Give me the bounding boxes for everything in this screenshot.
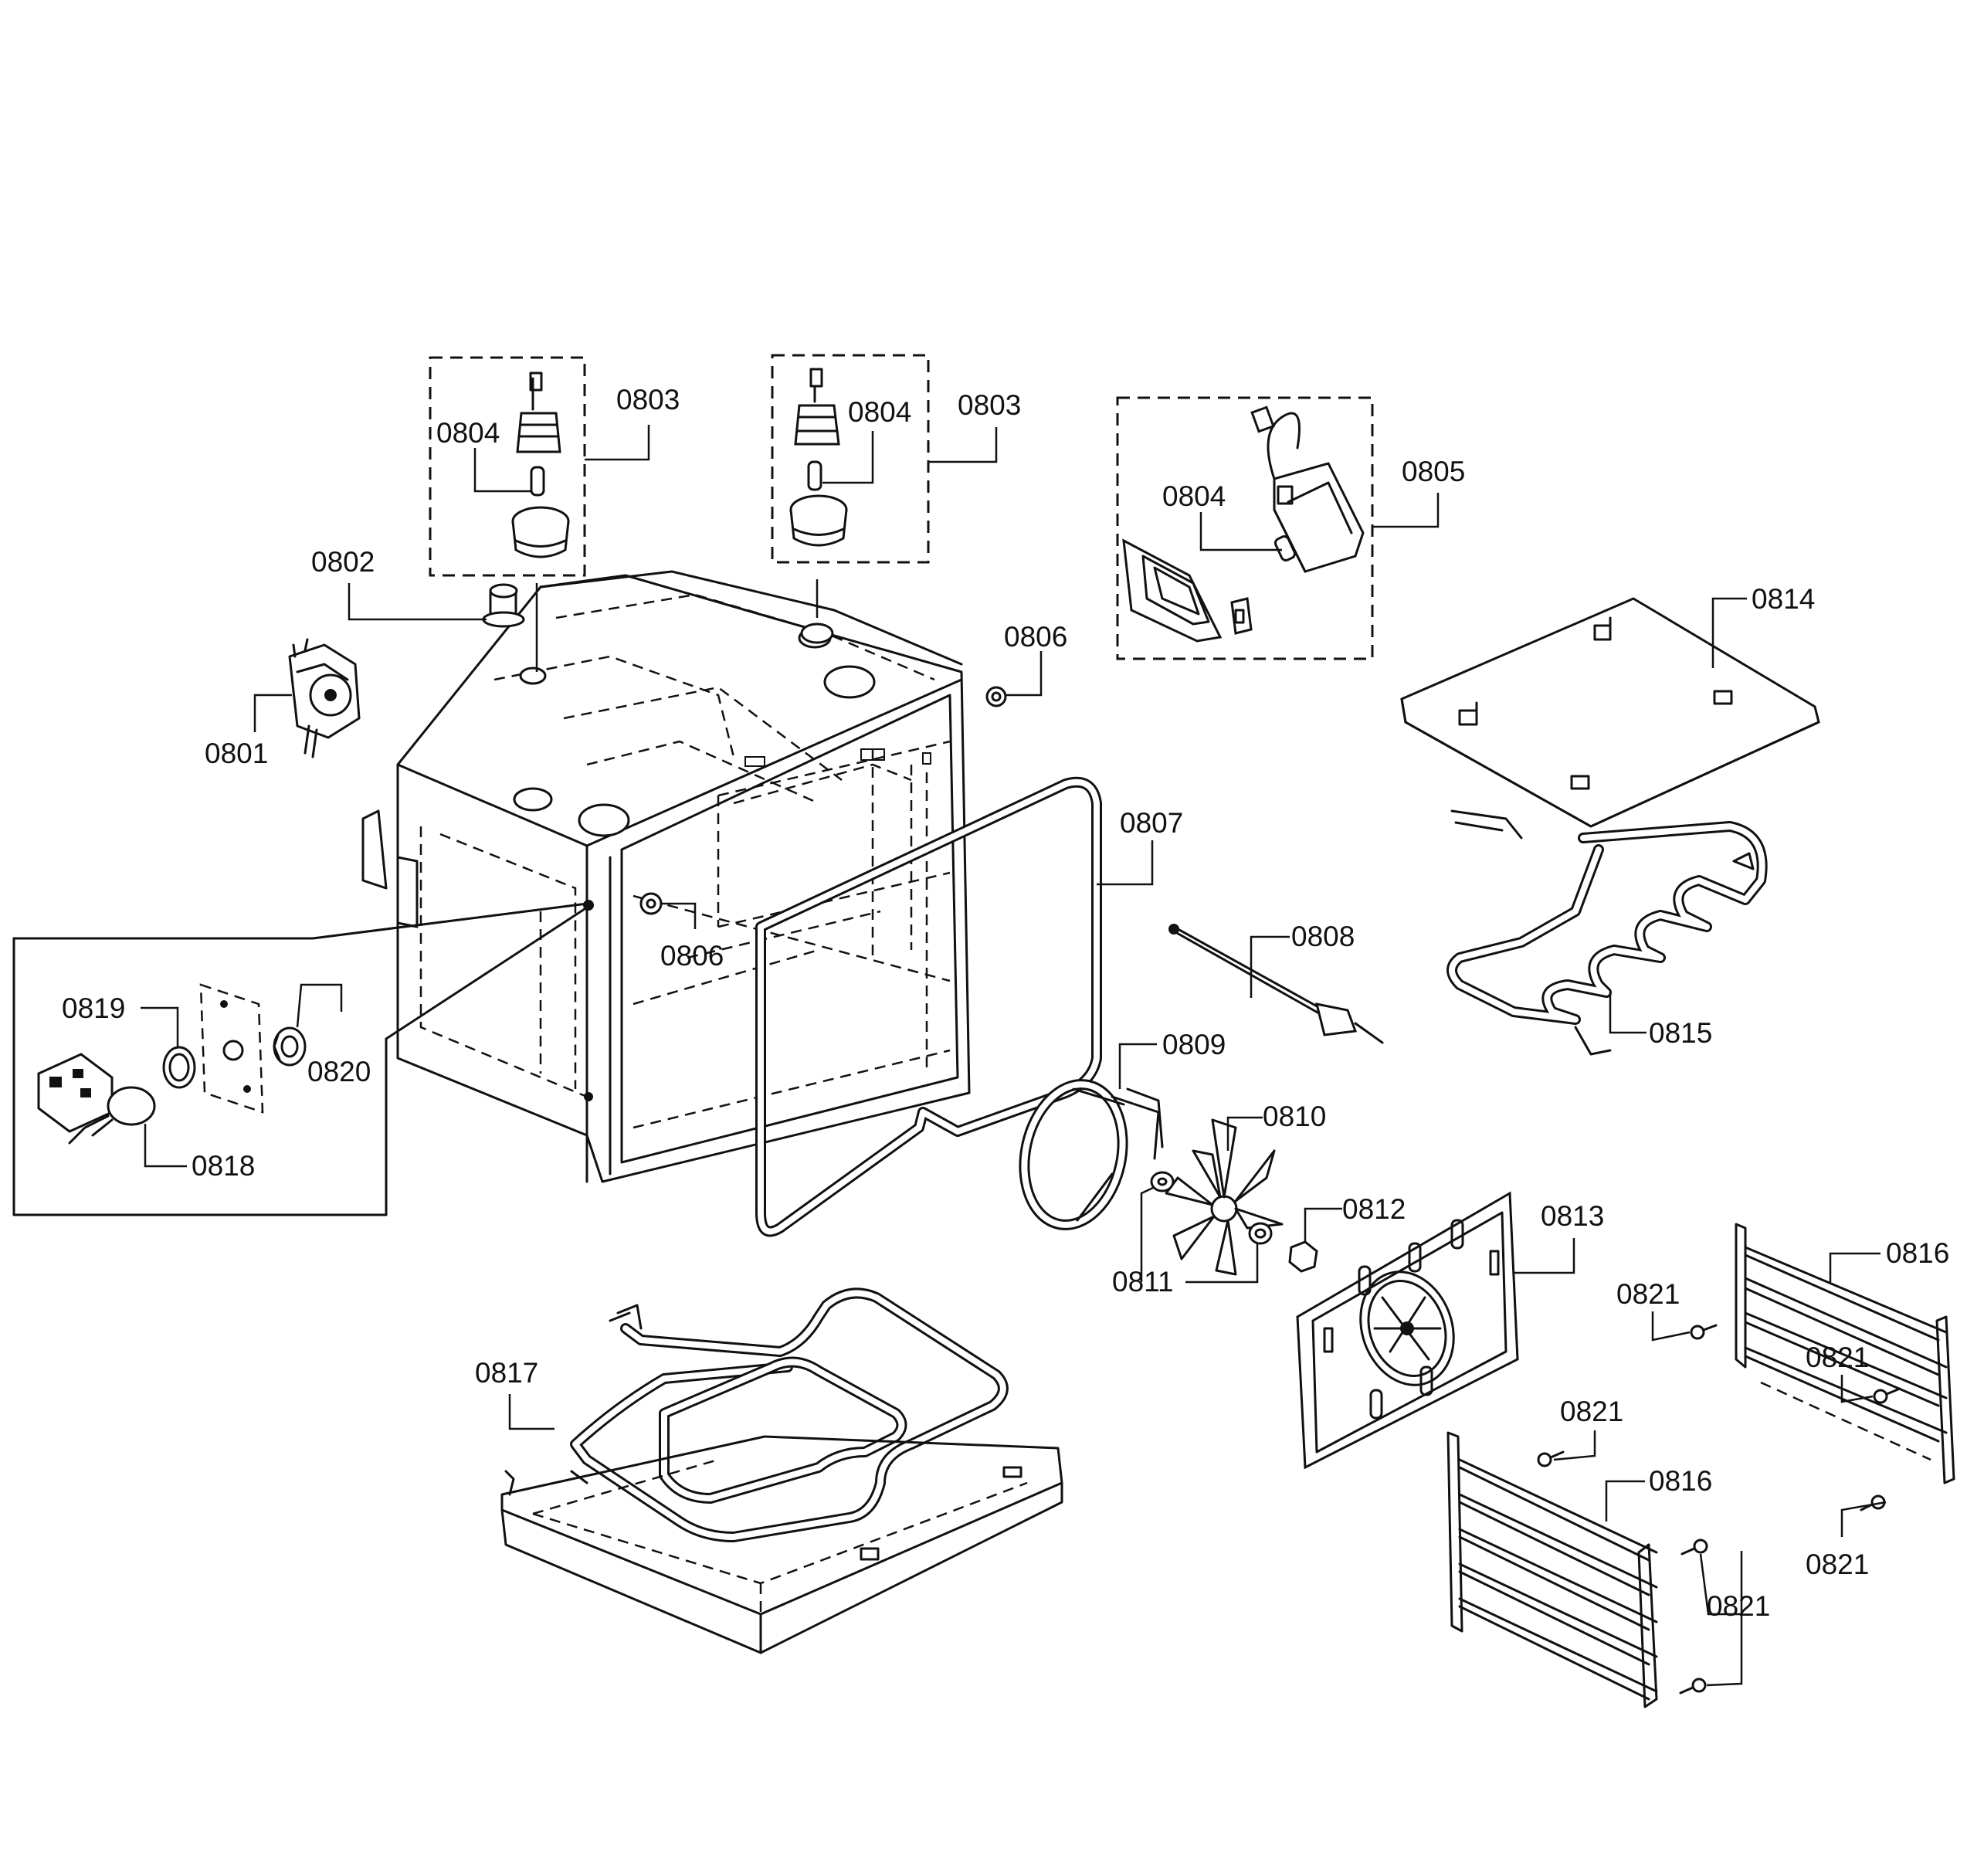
label-0804-housing: 0804 — [1162, 480, 1226, 512]
label-0815: 0815 — [1649, 1017, 1712, 1049]
label-0821-a: 0821 — [1616, 1278, 1680, 1310]
part-0813-rear-fan-cover — [1296, 1191, 1519, 1470]
part-0806-plug-side — [639, 892, 663, 915]
label-0810: 0810 — [1263, 1101, 1326, 1132]
part-0803-lamp-assembly-right — [771, 354, 930, 644]
part-0808-temperature-probe — [1168, 924, 1384, 1044]
part-0810-fan-blade — [1165, 1118, 1284, 1276]
part-0809-convection-element — [1019, 1079, 1164, 1230]
label-0807: 0807 — [1120, 807, 1183, 839]
part-0814-heat-shield — [1400, 597, 1820, 828]
inset-detail-box — [12, 902, 588, 1216]
part-0821-screw-b — [1873, 1387, 1901, 1404]
part-0812-nut — [1288, 1240, 1318, 1273]
oven-floor — [500, 1435, 1063, 1654]
part-0821-screw-c — [1537, 1450, 1565, 1467]
part-0802 — [482, 583, 525, 628]
part-0811-nut — [1248, 1222, 1273, 1245]
label-0821-e: 0821 — [1707, 1590, 1770, 1622]
part-0821-screw-e — [1679, 1678, 1707, 1695]
part-0818-door-switch — [37, 1053, 156, 1145]
callout-labels: 0801 0802 0803 0804 0803 0804 0804 0805 … — [62, 384, 1949, 1622]
label-0806-top: 0806 — [1004, 621, 1067, 653]
part-0803-lamp-assembly-left — [429, 356, 586, 672]
label-0820: 0820 — [307, 1056, 371, 1087]
label-0813: 0813 — [1541, 1200, 1604, 1232]
leader-lines — [141, 425, 1887, 1687]
inset-bracket-plate — [199, 983, 264, 1114]
label-0821-d: 0821 — [1806, 1549, 1869, 1580]
part-0820-bushing — [273, 1026, 307, 1067]
label-0811: 0811 — [1112, 1266, 1174, 1298]
label-0817: 0817 — [475, 1357, 538, 1389]
part-0819-ring — [162, 1046, 196, 1089]
part-0815-broil-element — [1446, 809, 1768, 1056]
part-0816-rack-support-left — [1446, 1431, 1658, 1708]
part-0801-fan-motor — [288, 638, 361, 758]
label-0821-b: 0821 — [1806, 1342, 1869, 1373]
label-0803-left: 0803 — [616, 384, 680, 416]
part-0821-screw-a — [1690, 1324, 1718, 1340]
label-0818: 0818 — [192, 1150, 255, 1182]
label-0803-right: 0803 — [958, 389, 1021, 421]
label-0816-left: 0816 — [1649, 1465, 1712, 1497]
label-0821-c: 0821 — [1560, 1396, 1623, 1427]
part-0821-screw-d — [1680, 1538, 1708, 1555]
label-0816-right: 0816 — [1886, 1237, 1949, 1269]
label-0814: 0814 — [1752, 583, 1815, 615]
label-0812: 0812 — [1342, 1193, 1406, 1225]
label-0804-right: 0804 — [848, 396, 911, 428]
label-0801: 0801 — [205, 738, 268, 769]
part-0807-door-gasket — [755, 776, 1102, 1237]
label-0805: 0805 — [1402, 456, 1465, 487]
part-0816-rack-support-right — [1735, 1223, 1955, 1484]
part-0817-bake-element — [570, 1287, 1009, 1542]
label-0809: 0809 — [1162, 1029, 1226, 1060]
part-0811-washer — [1150, 1171, 1175, 1192]
label-0804-left: 0804 — [436, 417, 500, 449]
label-0806-side: 0806 — [660, 940, 724, 972]
label-0802: 0802 — [311, 546, 375, 578]
label-0808: 0808 — [1291, 921, 1355, 952]
part-0806-plug-top — [985, 686, 1007, 707]
label-0819: 0819 — [62, 992, 125, 1024]
part-0805-lamp-housing — [1116, 396, 1374, 660]
